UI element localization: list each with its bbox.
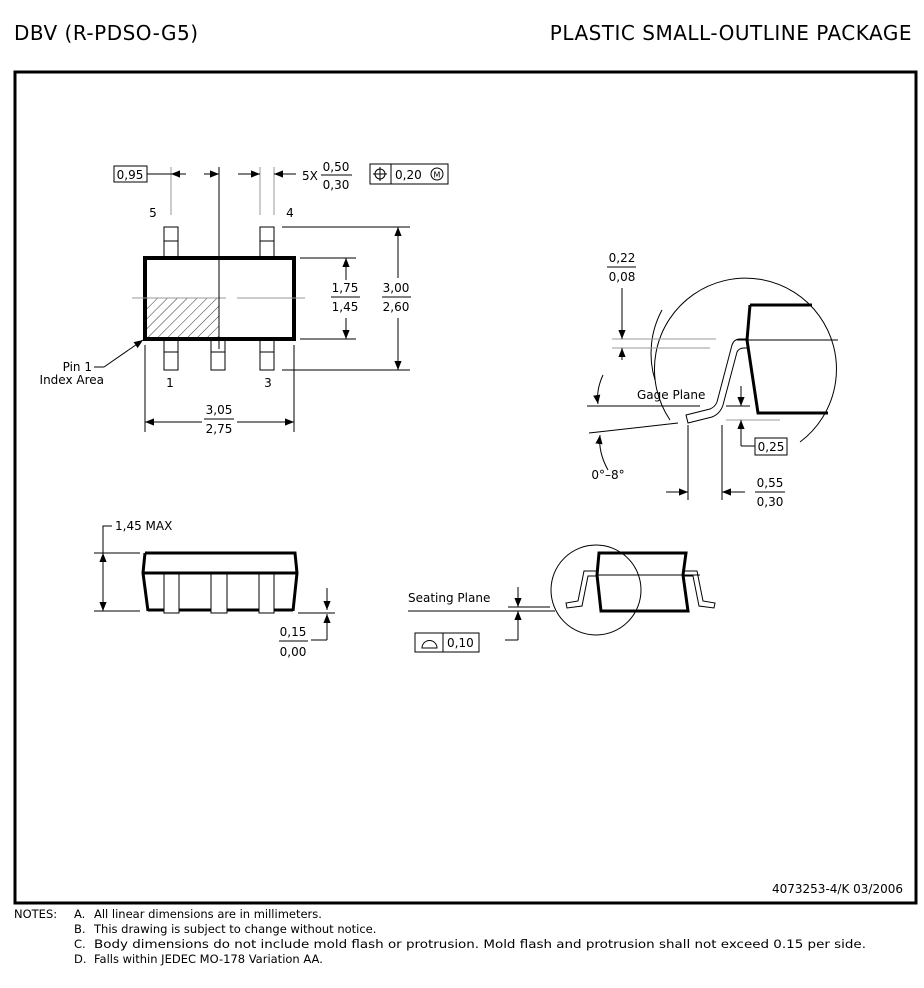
pin-label-1: 1 — [166, 376, 174, 390]
pins — [163, 226, 275, 371]
standoff-min: 0,00 — [280, 645, 307, 659]
note-letter: B. — [74, 922, 86, 936]
standoff-max: 0,15 — [280, 625, 307, 639]
pin1-index-area — [145, 298, 219, 339]
body-width-max: 1,75 — [332, 281, 359, 295]
seating-plane-label: Seating Plane — [408, 591, 490, 605]
height-max-dim: 1,45 MAX — [115, 519, 172, 533]
body-width-min: 1,45 — [332, 300, 359, 314]
pin-label-3: 3 — [264, 376, 272, 390]
note-text: Body dimensions do not include mold flas… — [94, 937, 866, 951]
lead-width-max: 0,50 — [323, 160, 350, 174]
side-view: 1,45 MAX 0,15 0,00 — [94, 519, 335, 659]
top-view: 0,95 5X 0,50 0,30 0,20 M 5 4 1 3 1,75 1,… — [40, 160, 449, 436]
lead-outline — [685, 338, 748, 424]
feature-control-frame: 0,20 M — [369, 163, 449, 185]
position-tolerance: 0,20 — [395, 168, 422, 182]
overall-width-max: 3,00 — [383, 281, 410, 295]
drawing-frame — [13, 70, 918, 905]
foot-length-min: 0,30 — [757, 495, 784, 509]
svg-text:M: M — [434, 171, 441, 180]
pin-label-4: 4 — [286, 206, 294, 220]
pin1-label: Pin 1 — [63, 360, 92, 374]
coplanarity-dim: 0,10 — [447, 636, 474, 650]
note-letter: D. — [74, 952, 87, 966]
notes: NOTES: A. All linear dimensions are in m… — [14, 907, 866, 966]
note-text: Falls within JEDEC MO-178 Variation AA. — [94, 952, 323, 966]
lead-thickness-min: 0,08 — [609, 270, 636, 284]
lead-width-prefix: 5X — [302, 169, 318, 183]
note-text: All linear dimensions are in millimeters… — [94, 907, 322, 921]
seating-plane-view: Seating Plane 0,10 — [408, 544, 716, 653]
package-type-title: PLASTIC SMALL-OUTLINE PACKAGE — [550, 21, 912, 45]
lead-width-min: 0,30 — [323, 178, 350, 192]
gage-plane-label: Gage Plane — [637, 388, 705, 402]
pin1-label-2: Index Area — [40, 373, 104, 387]
overall-width-min: 2,60 — [383, 300, 410, 314]
body-outline — [745, 303, 828, 415]
coplanarity-icon — [421, 640, 438, 649]
package-code-title: DBV (R-PDSO-G5) — [14, 21, 199, 45]
pin-label-5: 5 — [149, 206, 157, 220]
mmc-icon — [430, 167, 444, 181]
note-letter: C. — [74, 937, 86, 951]
pin-pitch-dim: 0,95 — [117, 168, 144, 182]
lead-detail-view: 0,22 0,08 Gage Plane 0°–8° 0,25 0,55 0,3… — [587, 251, 838, 509]
body-length-min: 2,75 — [206, 422, 233, 436]
note-letter: A. — [74, 907, 85, 921]
lead-thickness-max: 0,22 — [609, 251, 636, 265]
drawing-number: 4073253-4/K 03/2006 — [772, 882, 903, 896]
note-text: This drawing is subject to change withou… — [93, 922, 376, 936]
notes-label: NOTES: — [14, 907, 57, 921]
gage-height-dim: 0,25 — [758, 440, 785, 454]
foot-length-max: 0,55 — [757, 476, 784, 490]
body-length-max: 3,05 — [206, 403, 233, 417]
angle-label: 0°–8° — [591, 468, 624, 482]
